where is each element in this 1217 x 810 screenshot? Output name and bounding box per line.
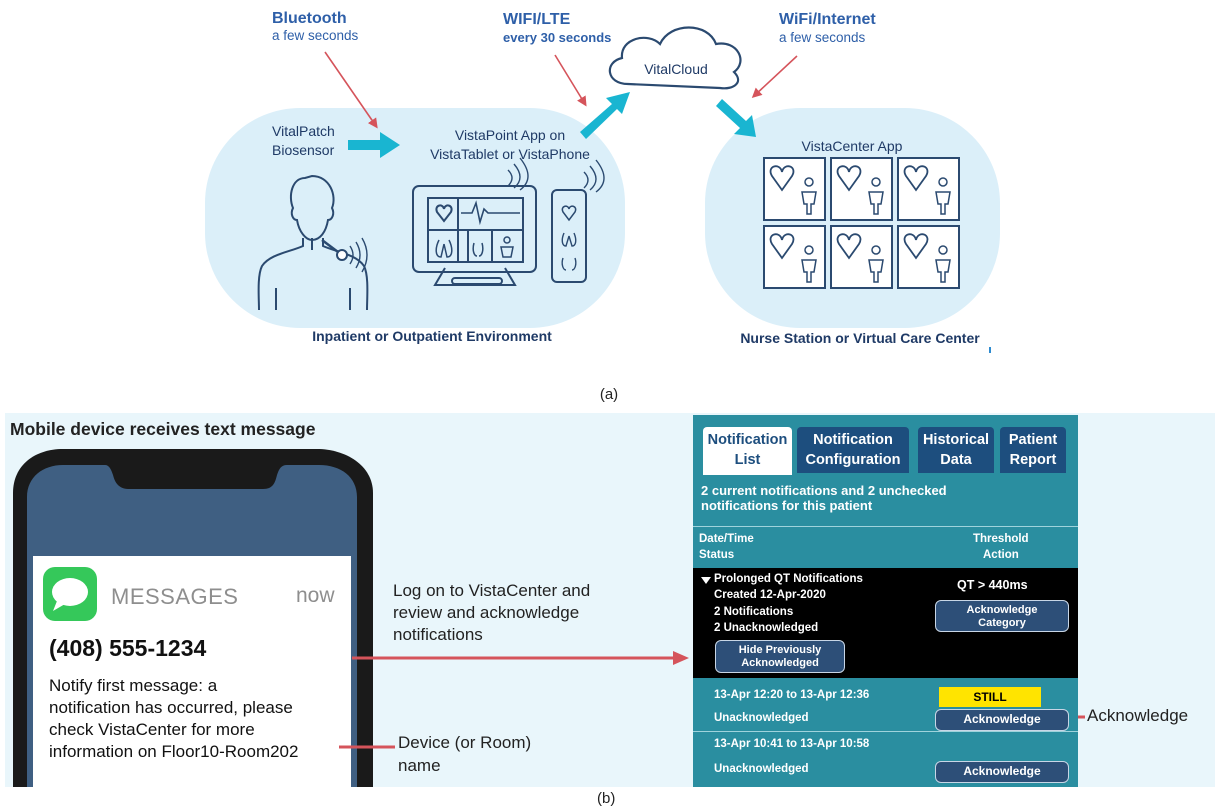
vistaphone-icon — [551, 159, 605, 283]
vistacenter-label: VistaCenter App — [802, 138, 903, 154]
summary-line1: 2 current notifications and 2 unchecked — [701, 483, 947, 498]
vitalpatch-sensor-icon — [321, 237, 368, 273]
notification-app: Notification List Notification Configura… — [693, 415, 1078, 787]
wifi-internet-flow-arrow — [716, 99, 756, 137]
group-count: 2 Notifications — [714, 606, 794, 618]
wifi-lte-annotation-arrow — [554, 54, 587, 107]
row-status: Unacknowledged — [714, 712, 809, 724]
patient-figure-icon — [257, 174, 369, 311]
notification-summary: 2 current notifications and 2 unchecked … — [693, 475, 1078, 523]
wifi-internet-subtitle: a few seconds — [779, 30, 866, 45]
acknowledge-category-button[interactable]: Acknowledge Category — [935, 600, 1069, 632]
caption-a: (a) — [600, 386, 618, 403]
collapse-triangle-icon[interactable] — [701, 577, 711, 584]
row-time: 13-Apr 12:20 to 13-Apr 12:36 — [714, 689, 870, 701]
cloud-label: VitalCloud — [644, 61, 708, 77]
logon-annotation-line3: notifications — [393, 625, 483, 644]
notification-group: Prolonged QT Notifications Created 12-Ap… — [693, 568, 1078, 678]
panel-b-heading: Mobile device receives text message — [10, 419, 316, 439]
row-time: 13-Apr 10:41 to 13-Apr 10:58 — [714, 738, 870, 750]
group-threshold: QT > 440ms — [957, 578, 1028, 592]
vistacenter-monitor-grid — [763, 157, 960, 289]
acknowledge-annotation: Acknowledge — [1087, 706, 1189, 725]
tab-label-line2: Data — [940, 452, 972, 468]
table-row: 13-Apr 12:20 to 13-Apr 12:36 Unacknowled… — [693, 679, 1078, 731]
vitalcloud-icon — [608, 26, 742, 90]
tab-patient-report[interactable]: Patient Report — [1000, 427, 1066, 473]
top-diagram: Bluetooth a few seconds WIFI/LTE every 3… — [205, 10, 1000, 403]
tab-label-line1: Historical — [922, 432, 990, 448]
logon-annotation-line2: review and acknowledge — [393, 603, 580, 622]
message-sender: (408) 555-1234 — [49, 635, 207, 661]
wifi-internet-annotation-arrow — [751, 55, 798, 99]
vistapoint-label-line2: VistaTablet or VistaPhone — [430, 146, 590, 162]
vistapoint-label-line1: VistaPoint App on — [455, 127, 565, 143]
header-action: Action — [983, 549, 1019, 561]
row-status: Unacknowledged — [714, 763, 809, 775]
biosensor-label-line2: Biosensor — [272, 142, 335, 158]
messages-app-icon — [43, 567, 97, 621]
monitor-heart-icons — [769, 165, 929, 260]
summary-line2: notifications for this patient — [701, 498, 873, 513]
caption-b: (b) — [597, 790, 616, 807]
message-time: now — [296, 584, 335, 607]
logon-annotation-line1: Log on to VistaCenter and — [393, 581, 591, 600]
message-body-line4: information on Floor10-Room202 — [49, 742, 299, 761]
panel-b: Mobile device receives text message MESS… — [5, 413, 1215, 787]
panel-b-graphics — [13, 449, 1085, 787]
message-body-line3: check VistaCenter for more — [49, 720, 255, 739]
tab-historical-data[interactable]: Historical Data — [918, 427, 994, 473]
ack-cat-line1: Acknowledge — [966, 604, 1038, 616]
header-threshold: Threshold — [973, 533, 1029, 545]
still-triggered-badge: STILL TRIGGERED — [939, 687, 1041, 724]
wifi-lte-subtitle: every 30 seconds — [503, 30, 611, 45]
device-annotation-line2: name — [398, 756, 441, 775]
biosensor-label-line1: VitalPatch — [272, 123, 335, 139]
small-marker — [989, 347, 991, 353]
wifi-lte-title: WIFI/LTE — [503, 11, 571, 28]
wifi-internet-title: WiFi/Internet — [779, 11, 876, 28]
bluetooth-title: Bluetooth — [272, 10, 347, 27]
bluetooth-flow-arrow — [348, 132, 400, 158]
tab-label-line1: Notification — [707, 432, 788, 448]
ack-cat-line2: Category — [978, 617, 1026, 629]
table-row: 13-Apr 10:41 to 13-Apr 10:58 Unacknowled… — [693, 731, 1078, 787]
device-annotation-line1: Device (or Room) — [398, 733, 532, 752]
monitor-figure-icons — [801, 177, 951, 283]
hide-previously-acknowledged-button[interactable]: Hide Previously Acknowledged — [715, 640, 845, 673]
tab-label-line2: Configuration — [805, 452, 901, 468]
tab-notification-configuration[interactable]: Notification Configuration — [797, 427, 909, 473]
left-environment-label: Inpatient or Outpatient Environment — [312, 328, 552, 344]
message-body-line2: notification has occurred, please — [49, 698, 293, 717]
bluetooth-annotation-arrow — [324, 51, 378, 129]
tab-notification-list[interactable]: Notification List — [703, 427, 792, 475]
header-status: Status — [699, 549, 735, 561]
vistatablet-icon — [412, 157, 537, 286]
header-datetime: Date/Time — [699, 533, 754, 545]
message-body-line1: Notify first message: a — [49, 676, 218, 695]
messages-app-name: MESSAGES — [111, 584, 239, 609]
wifi-lte-flow-arrow — [580, 92, 630, 139]
acknowledge-button[interactable]: Acknowledge — [935, 761, 1069, 783]
hide-line2: Acknowledged — [741, 657, 819, 669]
group-title: Prolonged QT Notifications — [714, 573, 863, 585]
tab-label-line1: Notification — [813, 432, 893, 448]
logon-pointer-arrowhead — [673, 651, 689, 665]
tab-label-line2: Report — [1009, 452, 1057, 468]
group-unacknowledged: 2 Unacknowledged — [714, 622, 819, 634]
group-created: Created 12-Apr-2020 — [714, 589, 826, 601]
tab-label-line1: Patient — [1008, 432, 1058, 448]
right-environment-label: Nurse Station or Virtual Care Center — [740, 330, 980, 346]
bluetooth-subtitle: a few seconds — [272, 28, 359, 43]
notification-table-header: Date/Time Status Threshold Action — [693, 526, 1078, 567]
hide-line1: Hide Previously — [738, 644, 822, 656]
tab-label-line2: List — [734, 452, 761, 468]
acknowledge-button[interactable]: Acknowledge — [935, 709, 1069, 731]
